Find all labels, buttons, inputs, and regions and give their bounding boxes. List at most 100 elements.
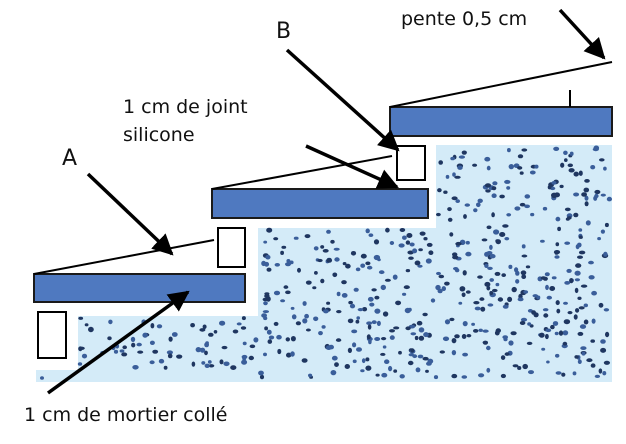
slope-line-upper [389,61,613,108]
aggregate-dot [578,228,583,232]
aggregate-dot [201,361,206,365]
aggregate-dot [365,261,371,266]
aggregate-dot [142,332,148,338]
aggregate-dot [415,367,421,373]
aggregate-dot [510,331,517,336]
aggregate-dot [484,251,490,257]
aggregate-dot [522,363,528,370]
aggregate-dot [150,323,155,329]
aggregate-dot [262,310,269,314]
aggregate-dot [321,325,326,329]
aggregate-dot [578,306,585,310]
aggregate-dot [580,346,587,350]
aggregate-dot [398,350,402,355]
aggregate-dot [136,342,142,347]
aggregate-dot [323,309,329,314]
aggregate-dot [495,239,501,245]
aggregate-dot [551,192,558,198]
aggregate-dot [365,365,372,371]
aggregate-dot [441,286,446,292]
aggregate-dot [577,359,582,365]
aggregate-dot [81,353,88,359]
aggregate-dot [561,372,566,377]
aggregate-dot [478,373,485,378]
aggregate-dot [131,342,136,348]
aggregate-dot [563,301,568,305]
aggregate-dot [473,329,479,333]
aggregate-dot [479,297,485,301]
aggregate-dot [447,217,453,222]
aggregate-dot [380,352,386,356]
aggregate-dot [542,276,548,281]
aggregate-dot [230,365,237,370]
aggregate-dot [487,266,493,270]
aggregate-dot [176,354,183,359]
aggregate-dot [577,331,584,336]
aggregate-dot [568,168,575,173]
aggregate-dot [191,361,196,367]
aggregate-dot [249,344,256,349]
aggregate-dot [573,212,579,218]
aggregate-dot [347,347,352,353]
aggregate-dot [546,360,550,364]
aggregate-dot [336,310,342,314]
aggregate-dot [575,263,582,268]
aggregate-dot [600,229,606,234]
aggregate-dot [336,291,341,297]
aggregate-dot [477,275,483,279]
aggregate-dot [418,327,425,333]
aggregate-dot [378,270,385,275]
aggregate-dot [341,280,347,285]
aggregate-dot [426,242,433,247]
aggregate-dot [507,296,513,302]
slope-line-lower [33,239,215,275]
aggregate-dot [281,245,287,249]
aggregate-dot [389,241,395,245]
aggregate-dot [486,367,491,373]
aggregate-dot [436,212,441,217]
aggregate-dot [223,361,230,367]
aggregate-dot [360,253,367,259]
aggregate-dot [342,262,347,266]
aggregate-dot [204,342,210,348]
aggregate-dot [423,332,429,338]
aggregate-dot [425,258,432,264]
aggregate-dot [494,330,500,336]
aggregate-dot [241,359,248,365]
aggregate-dot [357,308,364,312]
aggregate-dot [461,292,466,298]
aggregate-dot [555,300,560,306]
aggregate-dot [504,237,510,241]
aggregate-dot [219,320,226,326]
aggregate-dot [508,264,513,269]
aggregate-dot [416,320,423,326]
aggregate-dot [352,359,357,364]
aggregate-dot [501,273,507,277]
aggregate-dot [242,341,247,346]
aggregate-dot [368,339,372,345]
slope-line-middle [211,155,393,190]
aggregate-dot [285,337,290,342]
aggregate-dot [399,374,405,379]
aggregate-dot [493,229,500,235]
aggregate-dot [353,287,359,292]
aggregate-dot [369,302,375,307]
aggregate-dot [438,274,445,279]
aggregate-dot [366,321,372,326]
aggregate-dot [399,228,406,232]
aggregate-dot [521,244,526,249]
aggregate-dot [268,335,275,340]
aggregate-dot [382,345,387,349]
aggregate-dot [580,284,588,288]
aggregate-dot [541,347,546,351]
aggregate-dot [584,201,589,207]
aggregate-dot [462,321,468,327]
aggregate-dot [458,301,463,305]
aggregate-dot [594,374,601,378]
aggregate-dot [495,282,500,287]
aggregate-dot [344,364,350,369]
aggregate-dot [163,365,168,370]
aggregate-dot [265,254,271,260]
aggregate-dot [534,164,539,169]
aggregate-dot [305,328,311,332]
